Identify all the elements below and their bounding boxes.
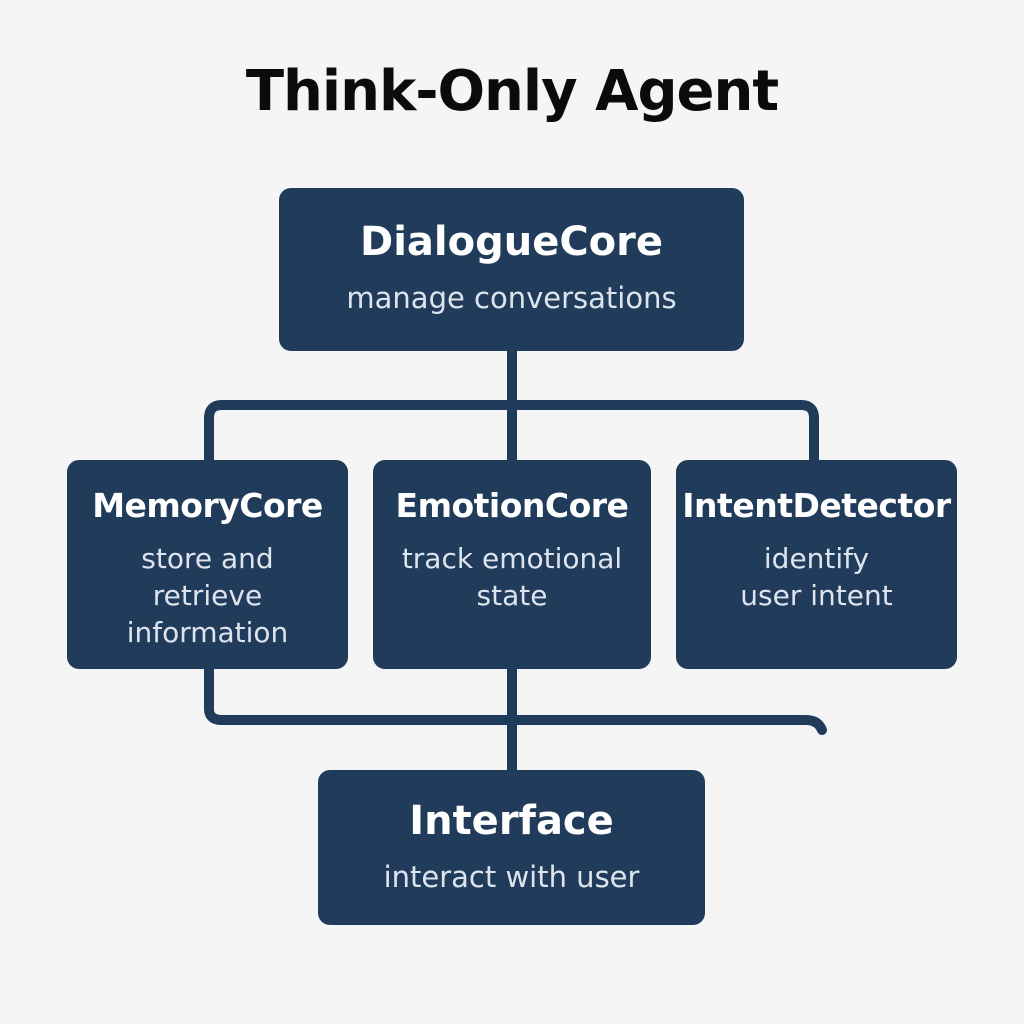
dialoguecore-name: DialogueCore (359, 218, 664, 265)
emotioncore-description-line: state (476, 579, 548, 612)
interface-name: Interface (409, 797, 614, 844)
connector-upper-branch (204, 400, 819, 465)
emotioncore-description: track emotional state (402, 540, 622, 614)
emotioncore-node: EmotionCore track emotional state (373, 460, 651, 669)
memorycore-description-line: retrieve (152, 579, 263, 612)
interface-description: interact with user (383, 859, 640, 894)
intentdetector-description: identify user intent (740, 540, 892, 614)
intentdetector-description-line: identify (763, 542, 870, 575)
dialoguecore-node: DialogueCore manage conversations (279, 188, 744, 351)
interface-node: Interface interact with user (318, 770, 705, 925)
memorycore-name: MemoryCore (92, 486, 323, 525)
memorycore-description-line: information (126, 616, 289, 649)
memorycore-node: MemoryCore store and retrieve informatio… (67, 460, 348, 669)
emotioncore-description-line: track emotional (401, 542, 623, 575)
connector-lower-branch (204, 664, 827, 735)
intentdetector-description-line: user intent (740, 579, 893, 612)
intentdetector-name: IntentDetector (682, 486, 951, 525)
dialoguecore-description: manage conversations (346, 280, 677, 315)
emotioncore-name: EmotionCore (395, 486, 629, 525)
diagram-title: Think-Only Agent (245, 59, 779, 124)
memorycore-description-line: store and (141, 542, 274, 575)
memorycore-description: store and retrieve information (127, 540, 289, 651)
intentdetector-node: IntentDetector identify user intent (676, 460, 957, 669)
